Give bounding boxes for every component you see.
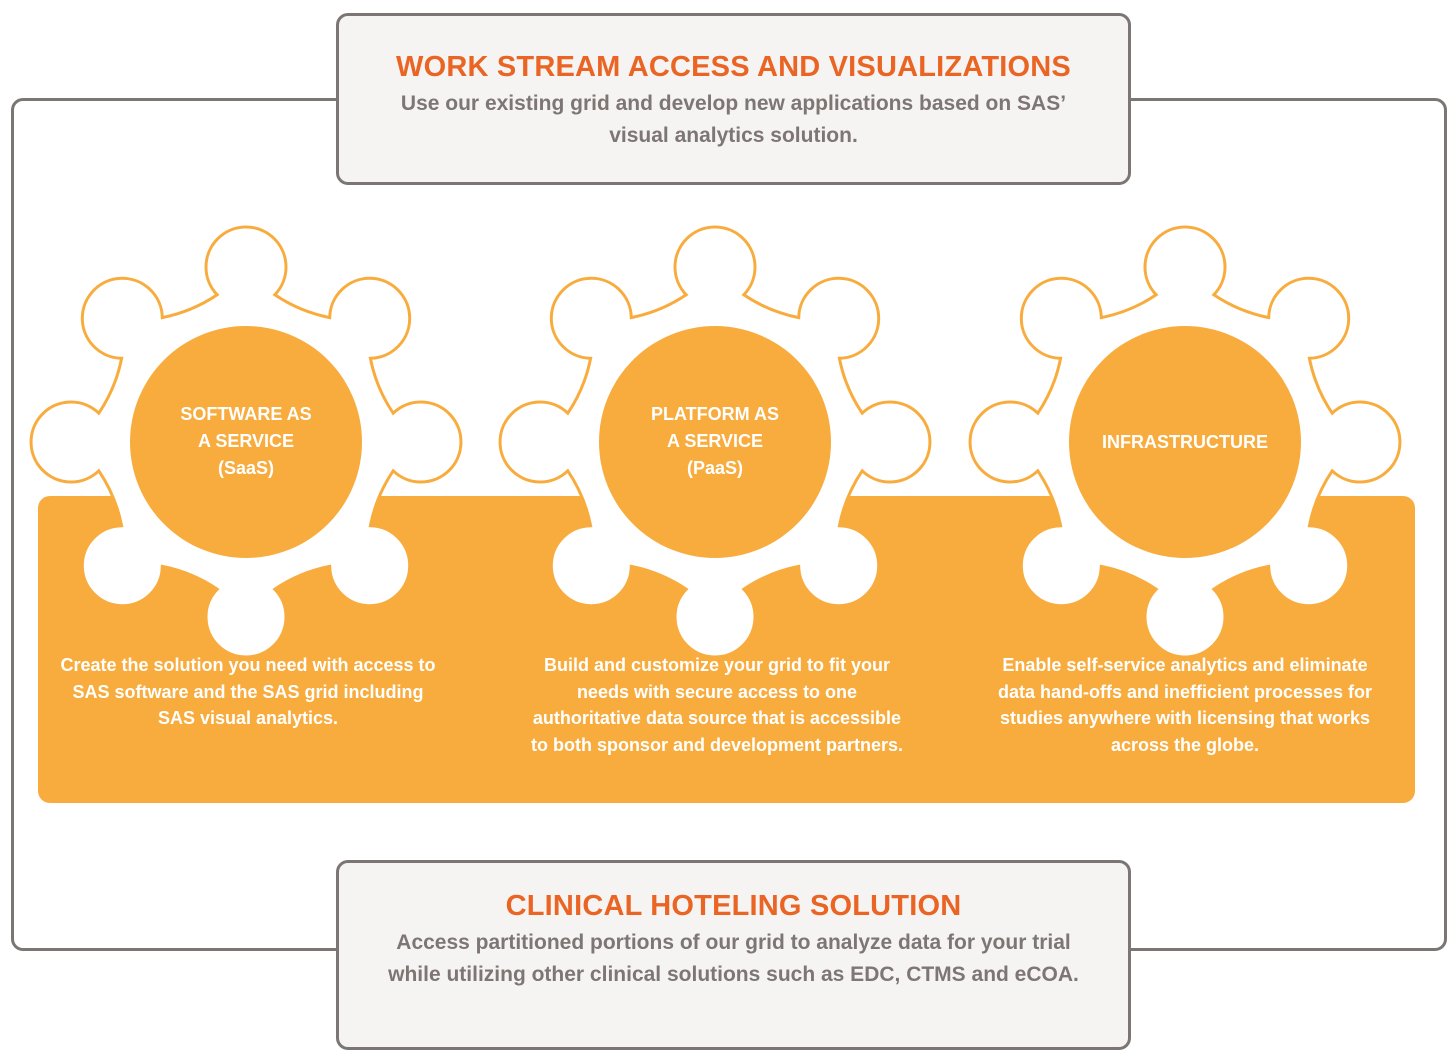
- clinical-hoteling-description: Access partitioned portions of our grid …: [388, 931, 1079, 986]
- paas-gear-group: [498, 225, 932, 659]
- clinical-hoteling-title: CLINICAL HOTELING SOLUTION: [505, 890, 962, 922]
- infrastructure-badge: [1069, 326, 1301, 558]
- paas-label: PLATFORM AS A SERVICE (PaaS): [651, 404, 779, 478]
- infrastructure-gear-group: [968, 225, 1402, 659]
- infrastructure-description: Enable self-service analytics and elimin…: [997, 655, 1373, 755]
- paas-description: Build and customize your grid to fit you…: [530, 655, 904, 755]
- clinical-hoteling-banner: CLINICAL HOTELING SOLUTION Access partit…: [336, 860, 1131, 1050]
- work-stream-description: Use our existing grid and develop new ap…: [400, 92, 1067, 147]
- work-stream-banner: WORK STREAM ACCESS AND VISUALIZATIONS Us…: [336, 13, 1131, 185]
- saas-label: SOFTWARE AS A SERVICE (SaaS): [180, 404, 312, 478]
- infrastructure-label: INFRASTRUCTURE: [1102, 432, 1268, 452]
- work-stream-title: WORK STREAM ACCESS AND VISUALIZATIONS: [396, 51, 1071, 83]
- saas-gear-group: [29, 225, 463, 659]
- saas-description: Create the solution you need with access…: [60, 655, 436, 728]
- paas-badge: [599, 326, 831, 558]
- saas-badge: [130, 326, 362, 558]
